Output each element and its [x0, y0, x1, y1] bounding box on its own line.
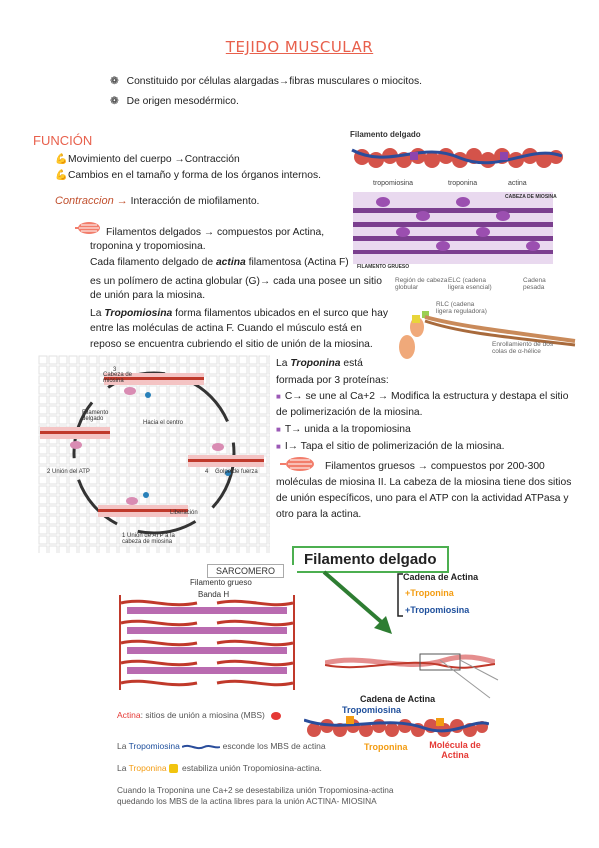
fig-label: RLC (cadena ligera reguladora): [436, 301, 487, 315]
delgados-text: Filamentos delgados → compuestos por Act…: [106, 227, 325, 238]
tropomiosina-note: La Tropomiosina esconde los MBS de actin…: [117, 741, 326, 751]
gruesos-text: moléculas de miosina II. La cabeza de la…: [276, 477, 572, 488]
page-title: TEJIDO MUSCULAR: [225, 38, 374, 56]
cycle-label: Golpe de fuerza: [215, 469, 258, 475]
flower-icon: ❁: [110, 76, 119, 87]
fig-label: Tropomiosina: [342, 705, 402, 715]
arrow-icon: [322, 570, 392, 634]
funcion-item: 💪Cambios en el tamaño y forma de los órg…: [55, 170, 321, 181]
fig-label: Banda H: [198, 590, 230, 599]
fig-label: actina: [508, 180, 527, 187]
bracket-icon: [397, 573, 403, 617]
fig-label: Cadena de Actina: [360, 694, 436, 704]
troponina-bullet: ■T→ unida a la tropomiosina: [276, 424, 411, 435]
fig-label: tropomiosina: [373, 180, 414, 187]
red-dot-icon: [271, 711, 282, 720]
intro-item: ❁Constituido por células alargadas→fibra…: [110, 76, 422, 87]
footer-note: quedando los MBS de la actina libres par…: [117, 796, 377, 806]
funcion-heading: FUNCIÓN: [33, 133, 93, 148]
fig-label: Cadena de Actina: [403, 572, 479, 582]
delgados-text: troponina y tropomiosina.: [90, 241, 206, 252]
cycle-number: 3: [113, 367, 117, 373]
thin-filament-zoom: [325, 653, 495, 671]
thin-filament-figure: [351, 148, 563, 168]
contraccion-line: Contraccion → Interacción de miofilament…: [55, 195, 260, 207]
troponina-note: La Troponina estabiliza unión Tropomiosi…: [117, 763, 322, 774]
troponina-bullet: ■C→ se une al Ca+2 → Modifica la estruct…: [276, 391, 569, 402]
funcion-item: 💪Movimiento del cuerpo →Contracción: [55, 154, 240, 165]
fig-label: Filamento delgado: [350, 130, 421, 139]
flower-icon: ❁: [110, 96, 119, 107]
cycle-label: Liberación: [170, 510, 198, 516]
fig-label: CABEZA DE MIOSINA: [505, 194, 557, 200]
zoom-lines: [440, 660, 499, 699]
delgados-text: entre las moléculas de actina F. Cuando …: [90, 323, 362, 334]
contraccion-label: Contraccion →: [55, 195, 128, 207]
filamento-delgado-title: Filamento delgado: [292, 546, 449, 573]
troponina-bullet: ■I→ Tapa el sitio de polimerización de l…: [276, 441, 505, 452]
fig-label: ELC (cadena ligera esencial): [448, 277, 492, 291]
delgados-text: reposo se encuentra cubriendo el sitio d…: [90, 339, 373, 350]
gruesos-text: de unión específicos, uno para el ATP co…: [276, 493, 569, 504]
fig-label: Región de cabeza globular: [395, 277, 448, 291]
myosin-molecule-figure: [399, 311, 576, 359]
fig-label: Troponina: [364, 742, 408, 752]
actina-note: Actina: sitios de unión a miosina (MBS): [117, 710, 282, 720]
muscle-fiber-icon: [75, 222, 100, 234]
fig-label: Enrollamiento de dos colas de α-hélice: [492, 341, 554, 355]
delgados-text: de unión para la miosina.: [90, 290, 206, 301]
sarcomere-figure: [117, 565, 297, 695]
fig-label: FILAMENTO GRUESO: [357, 264, 410, 270]
flexed-arm-icon: 💪: [55, 154, 68, 165]
flexed-arm-icon: 💪: [55, 170, 68, 181]
gruesos-text: otro para la actina.: [276, 509, 362, 520]
delgados-text: La Tropomiosina forma filamentos ubicado…: [90, 308, 389, 319]
actin-chain-figure: [304, 716, 489, 737]
cycle-label: 1 Unión de ATP a la cabeza de miosina: [122, 533, 175, 545]
fig-label: troponina: [448, 180, 478, 187]
cross-bridge-cycle-figure: [38, 355, 270, 553]
cycle-number: 4: [205, 469, 209, 475]
cycle-label: Hacia el centro: [143, 420, 184, 426]
troponina-text: de polimerización de la miosina.: [276, 407, 423, 418]
tropomyosin-strand-icon: [181, 744, 221, 749]
troponina-text: formada por 3 proteínas:: [276, 375, 389, 386]
cycle-label: Cabeza de miosina: [103, 372, 133, 384]
footer-note: Cuando la Troponina une Ca+2 se desestab…: [117, 785, 394, 795]
intro-item: ❁De origen mesodérmico.: [110, 96, 239, 107]
gruesos-text: Filamentos gruesos → compuestos por 200-…: [325, 461, 545, 472]
cycle-label: Filamento delgado: [82, 410, 109, 422]
fig-label: Filamento grueso: [190, 578, 252, 587]
troponin-icon: [168, 764, 178, 774]
fig-label: +Tropomiosina: [405, 605, 470, 615]
fig-label: Cadena pesada: [523, 277, 546, 291]
fig-label: +Troponina: [405, 588, 454, 598]
cycle-label: 2 Unión del ATP: [47, 469, 90, 475]
troponina-text: La Troponina está: [276, 358, 363, 369]
delgados-text: es un polímero de actina globular (G)→ c…: [90, 276, 382, 287]
muscle-fiber-icon: [280, 457, 314, 471]
thick-filament-figure: [353, 192, 553, 264]
sarcomero-label: SARCOMERO: [207, 564, 285, 578]
delgados-text: Cada filamento delgado de actina filamen…: [90, 257, 349, 268]
